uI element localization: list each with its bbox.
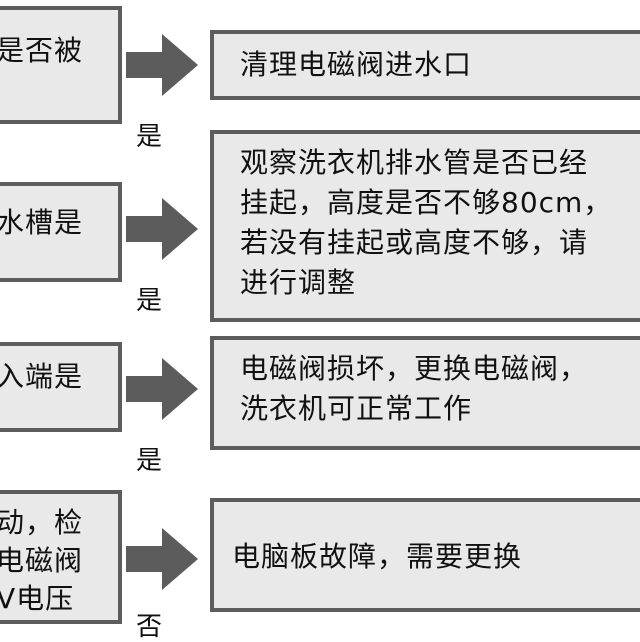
right-box-4-text: 电脑板故障，需要更换 <box>232 540 523 573</box>
arrow-3 <box>126 358 200 420</box>
left-box-4-line-1: 动，检 <box>0 506 84 539</box>
right-box-3-line-1: 电磁阀损坏，更换电磁阀， <box>240 352 589 385</box>
right-box-2-line-4: 进行调整 <box>240 266 357 299</box>
right-box-1: 清理电磁阀进水口 <box>210 30 640 100</box>
left-box-4: 动，检 电磁阀 V电压 <box>0 490 122 624</box>
left-box-2-text: 水槽是 <box>0 206 84 239</box>
branch-label-2: 是 <box>136 286 163 316</box>
left-box-3-text: 入端是 <box>0 360 84 393</box>
left-box-3: 入端是 <box>0 342 122 432</box>
branch-label-4: 否 <box>136 612 163 642</box>
right-box-2-line-3: 若没有挂起或高度不够，请 <box>240 226 589 259</box>
left-box-4-line-3: V电压 <box>0 582 75 615</box>
left-box-1: 是否被 <box>0 6 122 124</box>
arrow-1 <box>126 34 200 96</box>
right-box-2-line-2: 挂起，高度是否不够80cm， <box>240 186 613 219</box>
right-box-4: 电脑板故障，需要更换 <box>210 498 640 612</box>
right-box-2-line-1: 观察洗衣机排水管是否已经 <box>240 146 589 179</box>
left-box-1-text: 是否被 <box>0 34 84 67</box>
arrow-4 <box>126 528 200 590</box>
right-box-1-text: 清理电磁阀进水口 <box>240 48 473 81</box>
branch-label-3: 是 <box>136 446 163 476</box>
right-box-3-line-2: 洗衣机可正常工作 <box>240 392 473 425</box>
right-box-3: 电磁阀损坏，更换电磁阀， 洗衣机可正常工作 <box>210 336 640 450</box>
arrow-2 <box>126 198 200 260</box>
left-box-2: 水槽是 <box>0 182 122 282</box>
branch-label-1: 是 <box>136 122 163 152</box>
right-box-2: 观察洗衣机排水管是否已经 挂起，高度是否不够80cm， 若没有挂起或高度不够，请… <box>210 130 640 322</box>
left-box-4-line-2: 电磁阀 <box>0 544 84 577</box>
